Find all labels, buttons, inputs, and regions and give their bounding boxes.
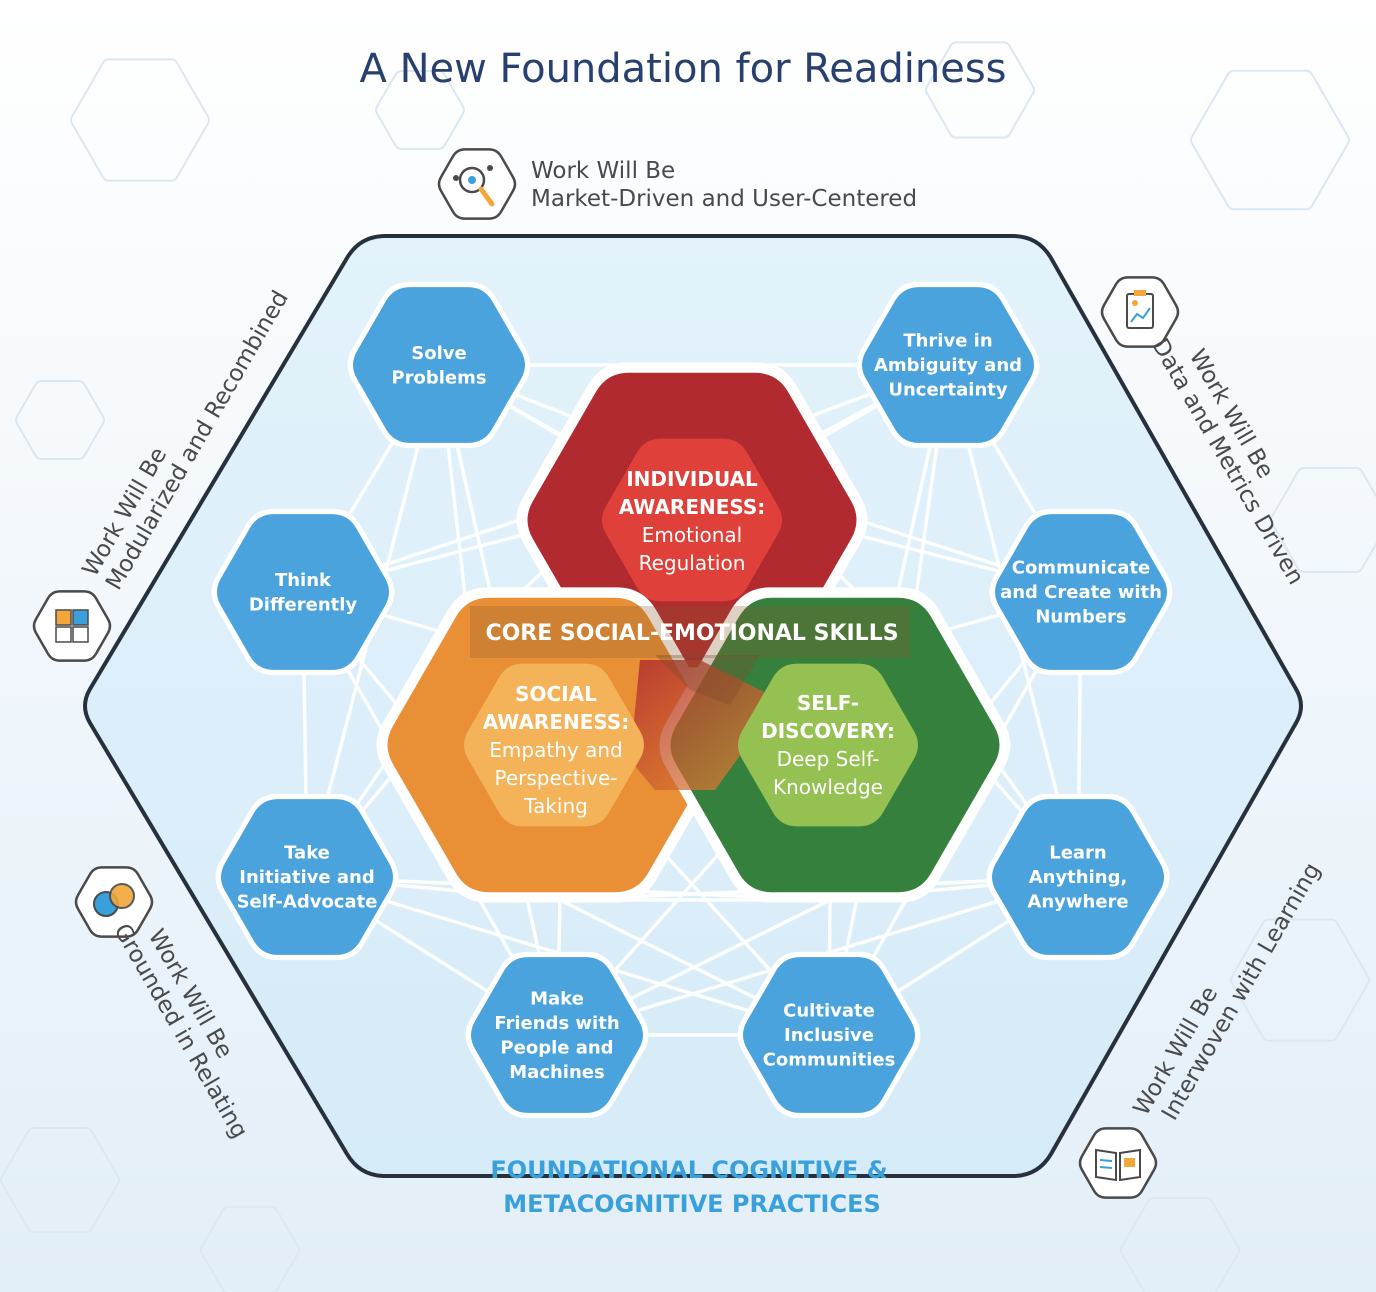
social-line-1: SOCIAL xyxy=(515,682,597,706)
magnifier-network-icon xyxy=(437,148,517,220)
clipboard-chart-icon xyxy=(1100,276,1180,348)
background-hex-pattern xyxy=(0,41,1376,1292)
social-awareness-inner-hexagon xyxy=(464,663,644,827)
individual-line-3: Emotional xyxy=(642,523,742,547)
background-hexagon xyxy=(375,70,465,150)
practice-solve-line: Problems xyxy=(391,367,486,388)
practice-friends-line: Machines xyxy=(509,1062,604,1083)
self-discovery-inner-hexagon xyxy=(738,663,918,827)
social-line-3: Empathy and xyxy=(489,738,622,762)
background-hexagon xyxy=(925,41,1035,139)
social-line-4: Perspective- xyxy=(494,766,617,790)
self-discovery-text: SELF- DISCOVERY: Deep Self- Knowledge xyxy=(761,691,895,799)
individual-awareness-inner-hexagon xyxy=(602,438,782,602)
background-hexagon xyxy=(70,58,210,182)
background-hexagon xyxy=(1270,467,1376,573)
practice-initiative-line: Self-Advocate xyxy=(237,892,378,913)
practice-think-line: Differently xyxy=(249,594,358,615)
practice-thrive-line: Uncertainty xyxy=(888,380,1008,401)
practice-hexagon xyxy=(995,514,1167,670)
background-hexagon xyxy=(1120,1197,1240,1292)
practice-inclusive-line: Communities xyxy=(763,1050,896,1071)
self-line-4: Knowledge xyxy=(773,775,883,799)
open-book-icon xyxy=(1078,1127,1158,1199)
background-hexagon xyxy=(0,1127,120,1233)
practice-hexagon xyxy=(221,799,393,955)
foundational-line-1: FOUNDATIONAL COGNITIVE & xyxy=(490,1156,887,1184)
practice-think-line: Think xyxy=(275,570,332,591)
core-ribbon-shade xyxy=(655,655,760,705)
background-hexagon xyxy=(1190,69,1350,211)
foundational-line-2: METACOGNITIVE PRACTICES xyxy=(503,1190,881,1218)
practice-initiative-line: Initiative and xyxy=(239,867,374,888)
practice-communicate-line: Communicate xyxy=(1012,558,1151,579)
core-title-band xyxy=(470,606,910,658)
practice-hexagon xyxy=(992,799,1164,955)
puzzle-pieces-icon xyxy=(32,590,112,662)
practice-hexagon xyxy=(471,957,643,1113)
trend-top-line1: Work Will Be xyxy=(531,158,675,184)
practice-solve-line: Solve xyxy=(411,343,466,364)
practice-learn-line: Anywhere xyxy=(1027,892,1128,913)
background-hexagon xyxy=(15,380,105,460)
practice-inclusive-line: Inclusive xyxy=(784,1025,874,1046)
background-hexagon xyxy=(1230,918,1370,1042)
practice-friends-line: People and xyxy=(500,1037,613,1058)
self-line-2: DISCOVERY: xyxy=(761,719,895,743)
individual-line-4: Regulation xyxy=(639,551,746,575)
self-line-3: Deep Self- xyxy=(777,747,880,771)
background-hexagon xyxy=(200,1205,300,1292)
individual-line-1: INDIVIDUAL xyxy=(626,467,758,491)
practice-hexagon xyxy=(353,287,525,443)
individual-line-2: AWARENESS: xyxy=(619,495,766,519)
speech-bubbles-icon xyxy=(74,866,154,938)
individual-awareness-text: INDIVIDUAL AWARENESS: Emotional Regulati… xyxy=(619,467,766,575)
practice-hexagon xyxy=(217,514,389,670)
practice-communicate-line: Numbers xyxy=(1035,607,1126,628)
practice-learn-line: Learn xyxy=(1049,843,1107,864)
page-title: A New Foundation for Readiness xyxy=(359,46,1006,92)
practice-thrive-line: Ambiguity and xyxy=(874,355,1022,376)
practice-initiative-line: Take xyxy=(284,843,330,864)
core-ribbon-overlap xyxy=(630,660,780,790)
practice-friends-line: Friends with xyxy=(494,1013,619,1034)
social-line-2: AWARENESS: xyxy=(483,710,630,734)
practice-friends-line: Make xyxy=(530,988,584,1009)
practice-hexagon xyxy=(743,957,915,1113)
social-line-5: Taking xyxy=(523,794,588,818)
social-awareness-text: SOCIAL AWARENESS: Empathy and Perspectiv… xyxy=(483,682,630,818)
trend-top-line2: Market-Driven and User-Centered xyxy=(531,186,917,212)
practice-inclusive-line: Cultivate xyxy=(783,1001,875,1022)
practice-learn-line: Anything, xyxy=(1029,867,1128,888)
self-line-1: SELF- xyxy=(797,691,859,715)
practice-thrive-line: Thrive in xyxy=(903,331,992,352)
trend-icons xyxy=(32,148,1180,1199)
core-skills xyxy=(376,362,1011,903)
core-title: CORE SOCIAL-EMOTIONAL SKILLS xyxy=(485,621,898,646)
practice-communicate-line: and Create with xyxy=(1000,582,1162,603)
practice-hexagon xyxy=(862,287,1034,443)
